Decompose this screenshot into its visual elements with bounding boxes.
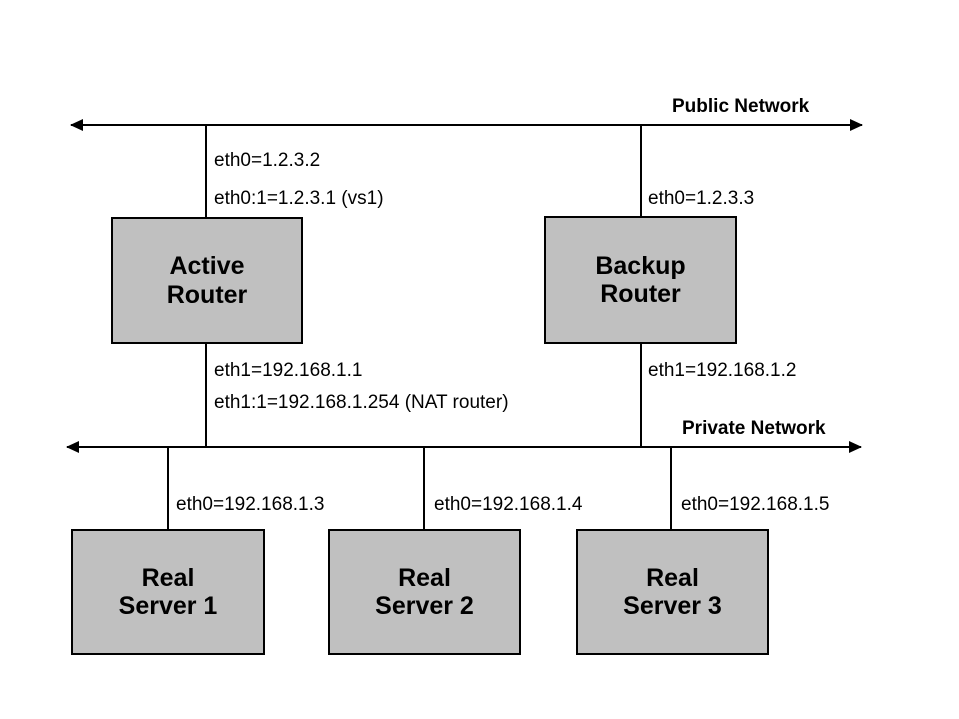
public-network-label: Public Network <box>672 96 810 117</box>
real-server-2-label-line2: Server 2 <box>375 592 474 620</box>
backup-router-public-interface-primary: eth0=1.2.3.3 <box>648 188 755 209</box>
backup-router-label-line1: Backup <box>595 251 686 280</box>
active-router-label-line2: Router <box>166 280 248 309</box>
node-real-server-2[interactable]: Real Server 2 <box>328 529 521 655</box>
private-network-label: Private Network <box>682 418 826 439</box>
real-server-2-interface: eth0=192.168.1.4 <box>434 494 583 515</box>
real-server-3-label-line1: Real <box>646 563 699 592</box>
backup-router-private-interface-primary: eth1=192.168.1.2 <box>648 360 797 381</box>
node-active-router[interactable]: Active Router <box>111 217 303 344</box>
node-real-server-1[interactable]: Real Server 1 <box>71 529 265 655</box>
active-router-private-interface-virtual: eth1:1=192.168.1.254 (NAT router) <box>214 392 509 413</box>
real-server-1-label-line1: Real <box>141 563 195 592</box>
node-backup-router[interactable]: Backup Router <box>544 216 737 344</box>
real-server-1-label-line2: Server 1 <box>118 592 218 620</box>
node-real-server-3[interactable]: Real Server 3 <box>576 529 769 655</box>
backup-router-label-line2: Router <box>600 280 681 308</box>
active-router-public-interface-virtual: eth0:1=1.2.3.1 (vs1) <box>214 188 384 209</box>
real-server-3-interface: eth0=192.168.1.5 <box>681 494 830 515</box>
active-router-public-interface-primary: eth0=1.2.3.2 <box>214 150 321 171</box>
active-router-label-line1: Active <box>169 252 245 281</box>
active-router-private-interface-primary: eth1=192.168.1.1 <box>214 360 363 381</box>
real-server-3-label-line2: Server 3 <box>623 592 722 620</box>
real-server-1-interface: eth0=192.168.1.3 <box>176 494 325 515</box>
real-server-2-label-line1: Real <box>398 563 451 592</box>
